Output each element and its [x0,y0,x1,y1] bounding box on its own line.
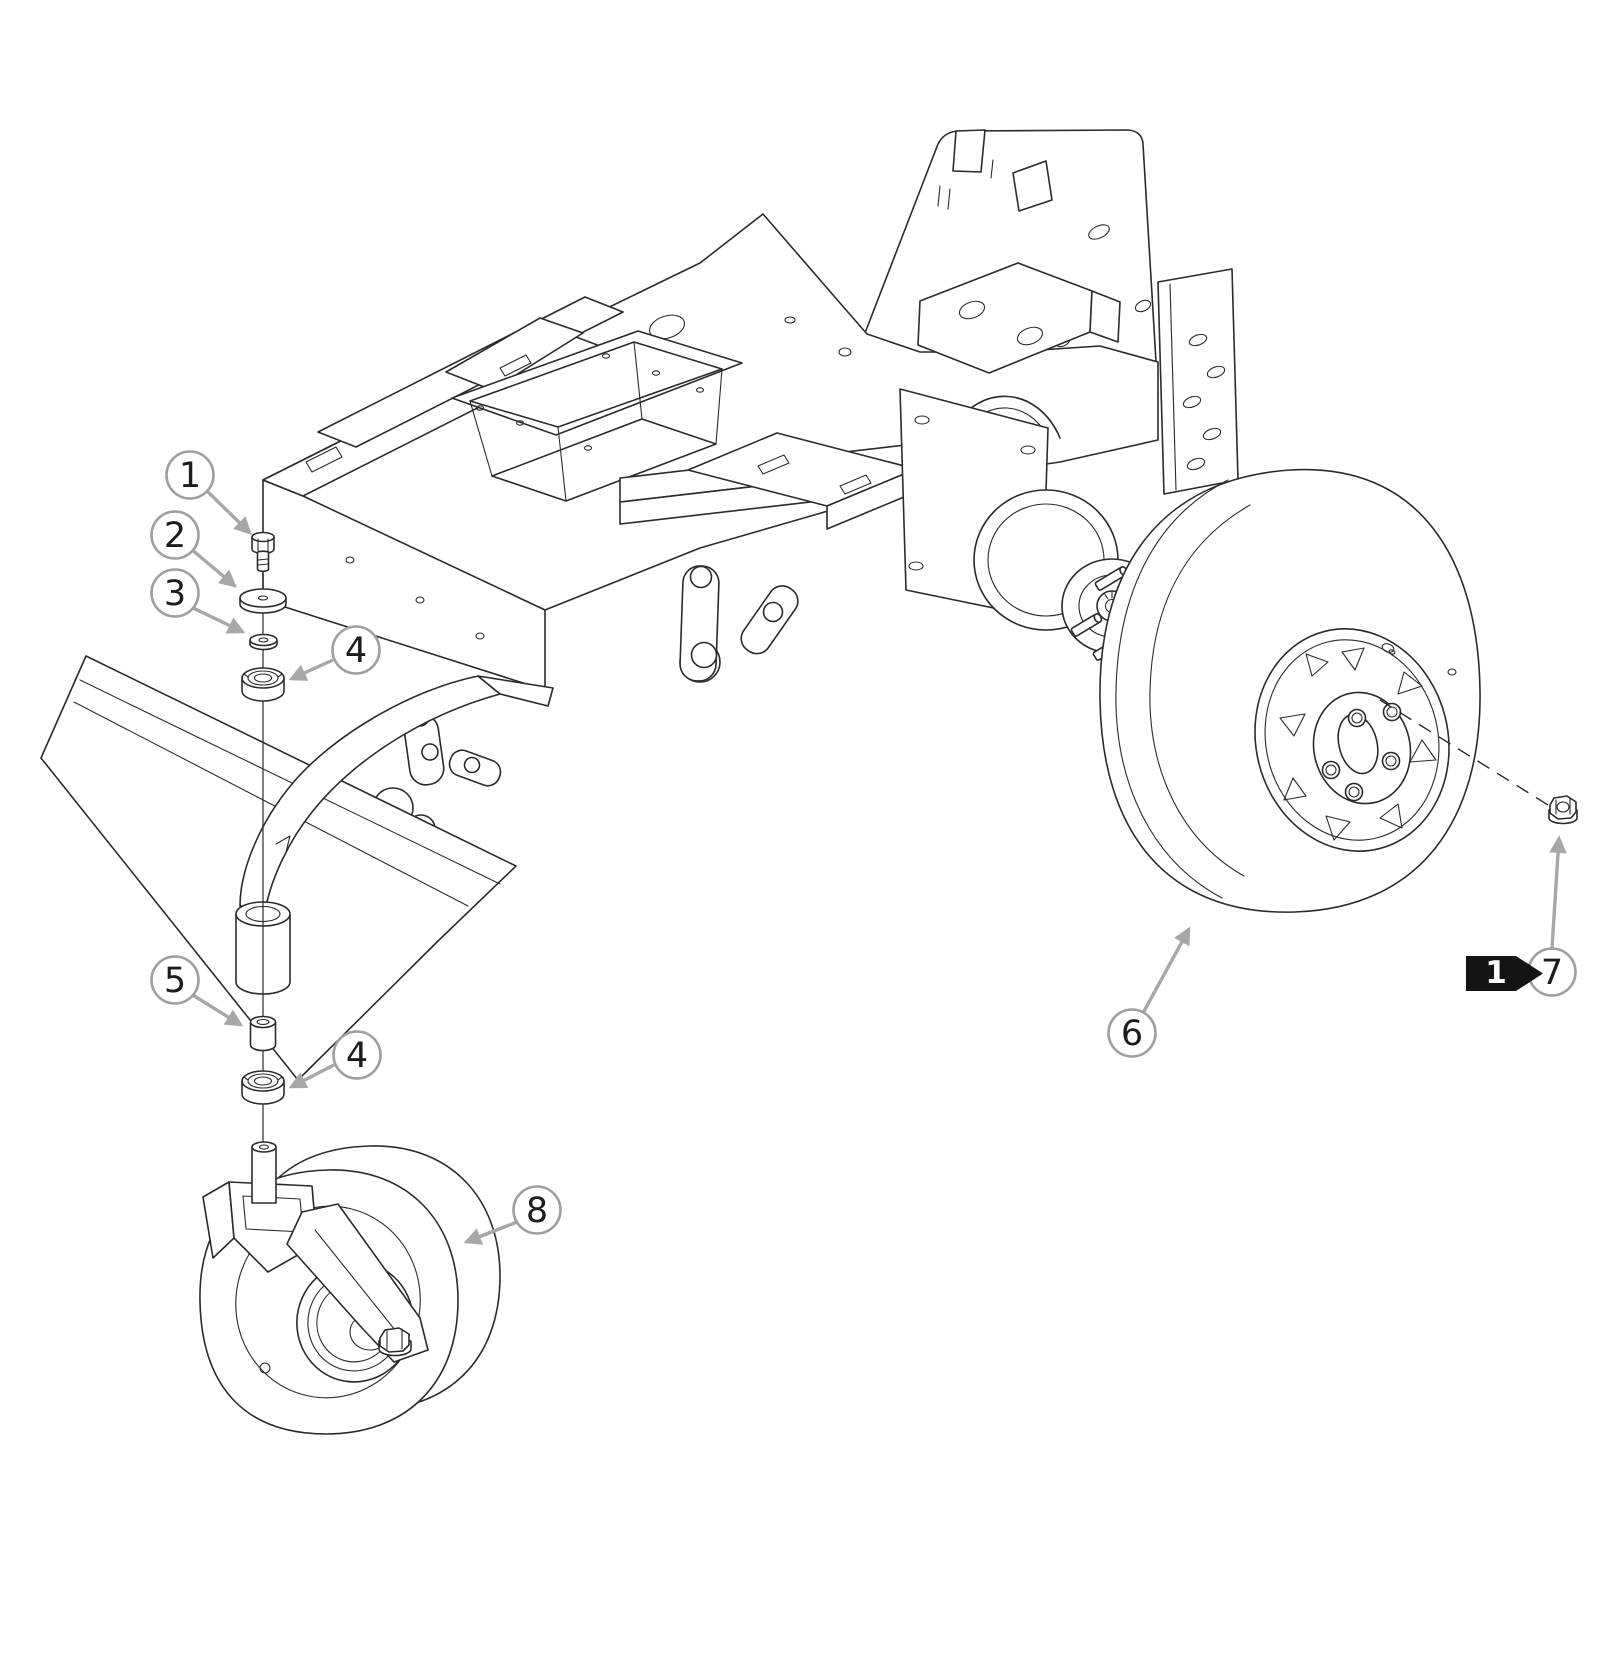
chassis-frame-drawing [40,129,1239,1081]
right-bracket-plate [1157,268,1239,495]
callout-6-tire: 6 [1107,1008,1157,1058]
callout-3-label: 3 [164,574,186,614]
wheel-lug-nuts [1321,702,1402,802]
drive-tire-and-wheel [1099,468,1481,913]
rear-deck-strips [262,296,624,497]
caster-arm [239,675,554,907]
callout-2-label: 2 [164,516,186,556]
link-plates [679,565,799,683]
callout-8-caster-wheel: 8 [512,1185,562,1235]
callout-1-bolt: 1 [165,450,215,500]
assembly-flag-tag: 1 [1466,955,1543,991]
caster-wheel-assembly [199,1141,501,1435]
caster-axle-bolt [378,1327,412,1357]
callout-7-lug-nut: 7 [1527,947,1577,997]
callout-5-label: 5 [164,961,186,1001]
deck-box-opening [451,330,743,502]
callout-4-lower-label: 4 [346,1036,368,1076]
callout-4-bearing-lower: 4 [332,1030,382,1080]
flag-label: 1 [1485,955,1507,991]
caster-bearing-lower [241,1070,285,1105]
callout-4-upper-label: 4 [345,631,367,671]
flat-washer-large [239,588,287,614]
caster-bearing-upper [241,667,285,702]
callout-3-washer-small: 3 [150,568,200,618]
center-bracket [917,262,1121,374]
spacer-bushing [249,1015,277,1052]
callout-2-washer-large: 2 [150,510,200,560]
callout-1-label: 1 [179,456,201,496]
valve-stem [1381,643,1457,676]
callout-5-spacer: 5 [150,955,200,1005]
lug-nut [1548,795,1578,825]
caster-stem [251,1141,277,1204]
rim-vent-cutouts [1279,647,1437,841]
callout-4-bearing-upper: 4 [331,625,381,675]
lug-alignment-dashed-line [1379,699,1549,806]
callout-7-label: 7 [1541,953,1563,993]
leader-arrows [189,488,1567,1245]
flat-washer-small [249,633,278,651]
callout-8-label: 8 [526,1191,548,1231]
caster-fork [202,1181,429,1363]
callout-6-label: 6 [1121,1014,1143,1054]
hex-bolt [251,531,275,573]
